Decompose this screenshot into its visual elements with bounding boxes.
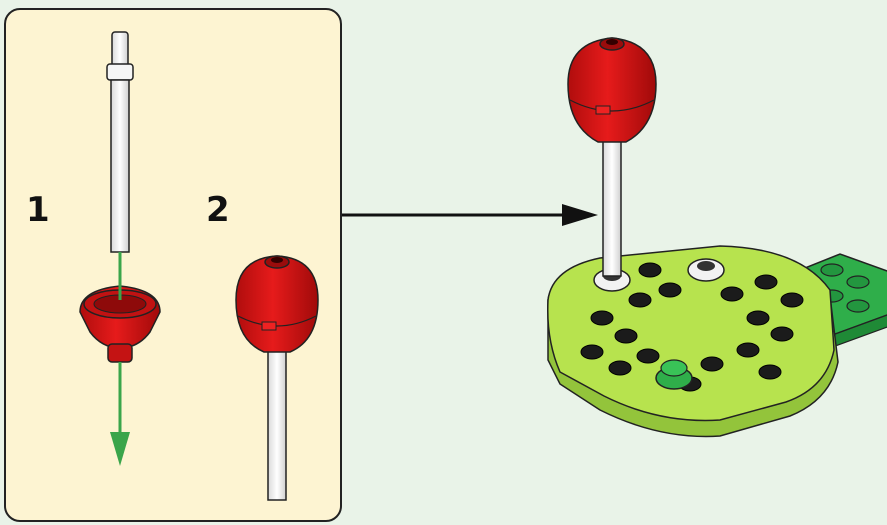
substep1-assembly xyxy=(79,31,161,466)
step-number-1: 1 xyxy=(26,190,50,230)
main-model xyxy=(547,37,887,438)
substep2-assembly xyxy=(235,255,319,501)
step-number-2: 2 xyxy=(206,190,230,230)
main-bar xyxy=(602,135,622,277)
main-red-top xyxy=(567,37,657,143)
insert-arrow-icon xyxy=(110,252,130,466)
callout-pointer-arrow-icon xyxy=(342,204,598,226)
green-round-stud xyxy=(655,359,693,390)
bar-part xyxy=(106,31,134,253)
red-cone-part xyxy=(79,285,161,363)
studs xyxy=(580,262,804,392)
